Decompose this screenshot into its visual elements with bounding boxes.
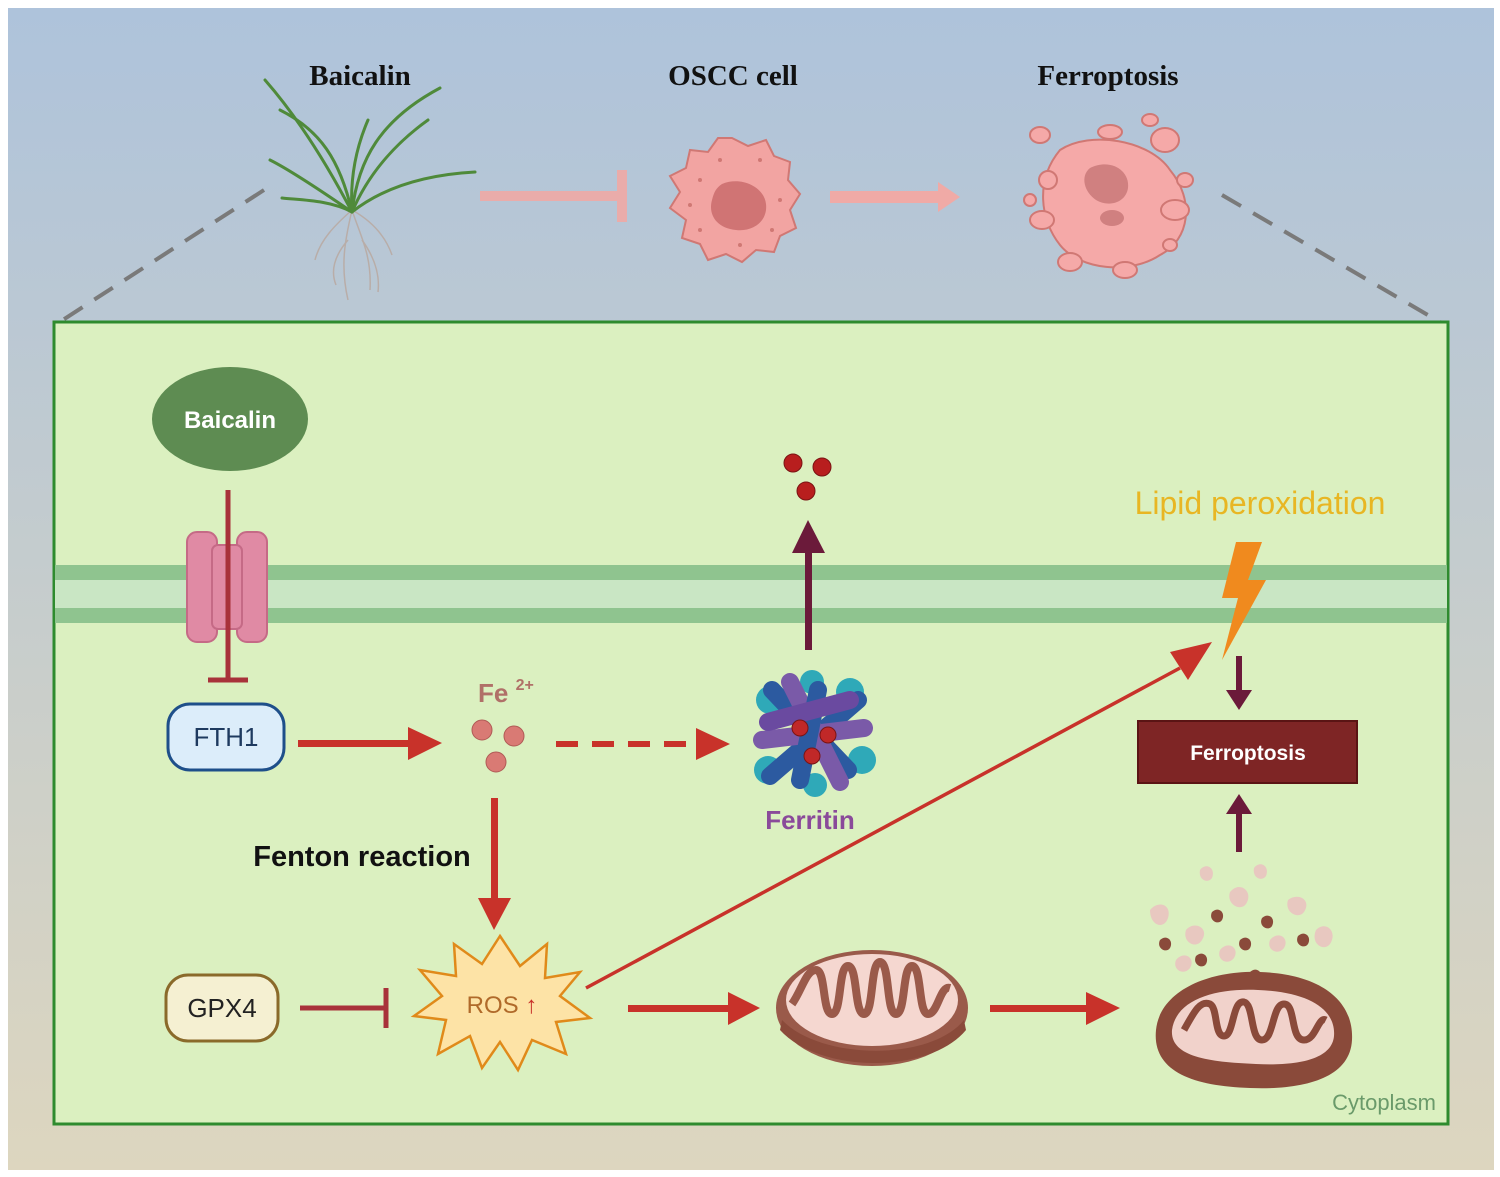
gpx4-label: GPX4 (187, 993, 256, 1023)
fe-ions-icon (471, 719, 525, 773)
fth1-node (166, 702, 286, 772)
cell-membrane (55, 565, 1447, 623)
lightning-bolt-icon (1222, 542, 1266, 660)
top-baicalin-label: Baicalin (309, 60, 411, 92)
cytoplasm-label: Cytoplasm (1332, 1090, 1436, 1115)
lipid-peroxidation-label: Lipid peroxidation (1135, 485, 1386, 521)
gpx4-node (164, 973, 280, 1043)
fe-label-symbol: Fe (478, 678, 508, 708)
baicalin-plant-icon (263, 78, 477, 301)
top-oscc-label: OSCC cell (668, 60, 798, 92)
ros-to-lipid-arrow (585, 642, 1212, 990)
gpx4-inhibits-ros (300, 988, 389, 1028)
ros-burst-icon (410, 933, 594, 1073)
top-arrow (830, 182, 960, 212)
ros-label: ROS ↑ (467, 992, 538, 1019)
membrane-channel-icon (186, 531, 268, 643)
ros-label-text: ROS (467, 992, 519, 1019)
bolt-to-ferroptosis-arrow (1226, 656, 1252, 710)
ferritin-label: Ferritin (765, 805, 855, 835)
fe-label: Fe 2+ (478, 677, 534, 708)
baicalin-inhibits-fth1 (208, 490, 248, 683)
ferroptosis-node (1137, 720, 1358, 784)
fe-to-ros-arrow (478, 798, 511, 930)
extracellular-iron-icon (783, 453, 832, 501)
ros-to-mito-arrow (628, 992, 760, 1025)
mito-to-ferroptosis-arrow (1226, 794, 1252, 852)
ferritin-export-arrow (792, 520, 825, 650)
zoom-lines (53, 188, 1447, 327)
top-inhibition-line (480, 170, 627, 222)
ferroptosis-node-label: Ferroptosis (1190, 742, 1306, 765)
mito-to-damaged-arrow (990, 992, 1120, 1025)
damaged-mitochondrion-icon (1150, 864, 1353, 1089)
oscc-cell-icon (668, 137, 802, 264)
fth1-to-fe-arrow (298, 727, 442, 760)
fth1-label: FTH1 (194, 722, 259, 752)
ferroptotic-cell-icon (1023, 113, 1194, 279)
ros-increase-arrow: ↑ (525, 992, 537, 1019)
ferritin-icon (753, 670, 876, 797)
fe-label-charge: 2+ (516, 677, 534, 694)
fenton-reaction-label: Fenton reaction (253, 841, 471, 873)
baicalin-node-label: Baicalin (184, 407, 276, 434)
baicalin-node (152, 367, 308, 471)
fe-to-ferritin-arrow (556, 728, 730, 760)
mitochondrion-icon (776, 950, 968, 1066)
top-ferroptosis-label: Ferroptosis (1037, 60, 1178, 92)
